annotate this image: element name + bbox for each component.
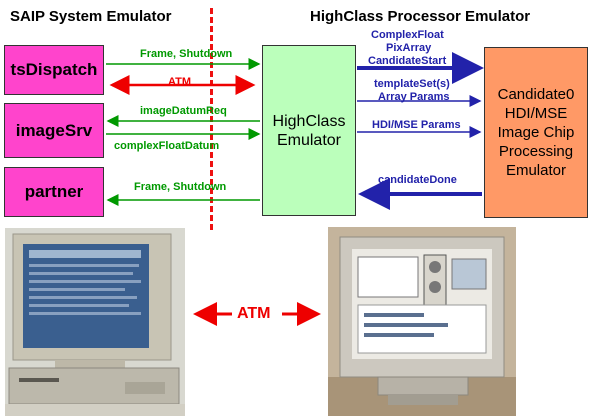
candidate-emulator-box: Candidate0 HDI/MSE Image Chip Processing…	[484, 47, 588, 218]
complex-float-label: ComplexFloat	[371, 29, 444, 41]
frame-shutdown-label-2: Frame, Shutdown	[134, 181, 227, 193]
candidate-line-5: Emulator	[505, 162, 566, 179]
atm-small-label: ATM	[168, 76, 192, 88]
highclass-processor-emulator-title: HighClass Processor Emulator	[310, 8, 531, 25]
left-workstation-photo	[5, 228, 185, 416]
atm-big-label: ATM	[237, 305, 271, 322]
tsdispatch-label: tsDispatch	[10, 60, 98, 79]
highclass-line1: HighClass	[272, 112, 346, 130]
highclass-emulator-box: HighClass Emulator	[262, 45, 356, 216]
candidate-line-4: Processing	[498, 143, 574, 160]
image-datum-req-label: imageDatumReq	[140, 105, 227, 117]
frame-shutdown-label-1: Frame, Shutdown	[140, 48, 233, 60]
saip-system-emulator-title: SAIP System Emulator	[10, 8, 172, 25]
hdi-mse-params-label: HDI/MSE Params	[372, 119, 461, 131]
partner-box: partner	[4, 167, 104, 217]
pix-array-label: PixArray	[386, 42, 432, 54]
tsdispatch-box: tsDispatch	[4, 45, 104, 95]
candidate-done-label: candidateDone	[378, 174, 457, 186]
highclass-line2: Emulator	[276, 131, 341, 149]
candidate-start-label: CandidateStart	[368, 55, 447, 67]
candidate-line-2: HDI/MSE	[504, 105, 568, 122]
candidate-line-3: Image Chip	[497, 124, 575, 141]
system-boundary-line	[210, 8, 213, 230]
partner-label: partner	[24, 182, 84, 201]
imagesrv-box: imageSrv	[4, 103, 104, 158]
right-processor-photo	[328, 227, 516, 416]
complex-float-datum-label: complexFloatDatum	[114, 140, 220, 152]
imagesrv-label: imageSrv	[15, 120, 93, 140]
array-params-label: Array Params	[378, 91, 450, 103]
template-set-label: templateSet(s)	[374, 78, 450, 90]
candidate-line-1: Candidate0	[497, 86, 575, 103]
